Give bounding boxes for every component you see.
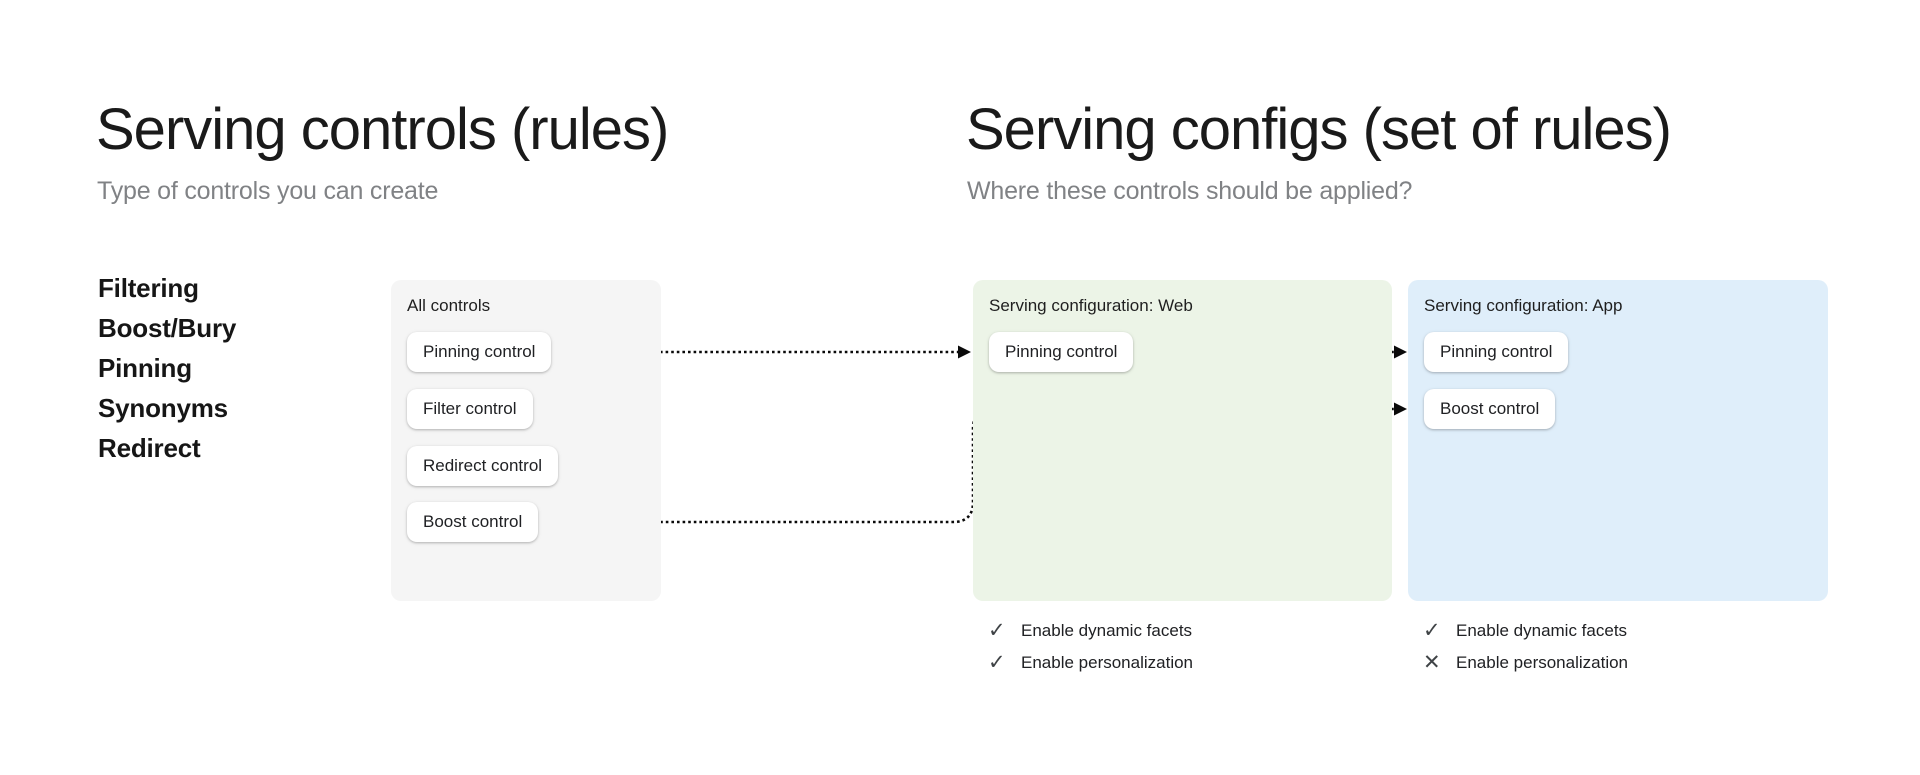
check-icon (988, 616, 1012, 646)
arrowhead-app-pinning (1394, 345, 1407, 359)
left-section-title: Serving controls (rules) (96, 97, 669, 162)
feature-row: Enable dynamic facets (988, 616, 1348, 646)
all-controls-card-title: All controls (407, 296, 491, 315)
app-boost-control-chip: Boost control (1424, 389, 1556, 429)
arrowhead-web-pinning (958, 345, 971, 359)
control-type-synonyms: Synonyms (98, 393, 228, 423)
feature-label: Enable dynamic facets (1456, 621, 1628, 640)
feature-row: Enable personalization (1423, 648, 1783, 678)
check-icon (988, 648, 1012, 678)
web-pinning-control-chip: Pinning control (989, 332, 1134, 372)
control-type-filtering: Filtering (98, 273, 199, 303)
all-controls-card: All controls Pinning control Filter cont… (391, 280, 661, 601)
left-section-subtitle: Type of controls you can create (97, 177, 439, 205)
app-config-card: Serving configuration: App Pinning contr… (1408, 280, 1828, 601)
pinning-control-chip: Pinning control (407, 332, 552, 372)
control-types-list: Filtering Boost/Bury Pinning Synonyms Re… (98, 268, 236, 468)
web-config-card-title: Serving configuration: Web (989, 296, 1193, 315)
feature-label: Enable dynamic facets (1021, 621, 1193, 640)
boost-control-chip: Boost control (407, 502, 539, 542)
control-type-redirect: Redirect (98, 433, 201, 463)
right-section-subtitle: Where these controls should be applied? (967, 177, 1413, 205)
check-icon (1423, 616, 1447, 646)
redirect-control-chip: Redirect control (407, 446, 559, 486)
feature-row: Enable dynamic facets (1423, 616, 1783, 646)
web-config-features: Enable dynamic facets Enable personaliza… (988, 616, 1348, 680)
cross-icon (1423, 648, 1447, 678)
app-pinning-control-chip: Pinning control (1424, 332, 1569, 372)
right-section-title: Serving configs (set of rules) (966, 97, 1672, 162)
arrowhead-app-boost (1394, 402, 1407, 416)
app-config-card-title: Serving configuration: App (1424, 296, 1623, 315)
app-config-features: Enable dynamic facets Enable personaliza… (1423, 616, 1783, 680)
control-type-boost-bury: Boost/Bury (98, 313, 237, 343)
feature-label: Enable personalization (1456, 653, 1629, 672)
filter-control-chip: Filter control (407, 389, 533, 429)
feature-label: Enable personalization (1021, 653, 1194, 672)
web-config-card: Serving configuration: Web Pinning contr… (973, 280, 1392, 601)
control-type-pinning: Pinning (98, 353, 192, 383)
feature-row: Enable personalization (988, 648, 1348, 678)
